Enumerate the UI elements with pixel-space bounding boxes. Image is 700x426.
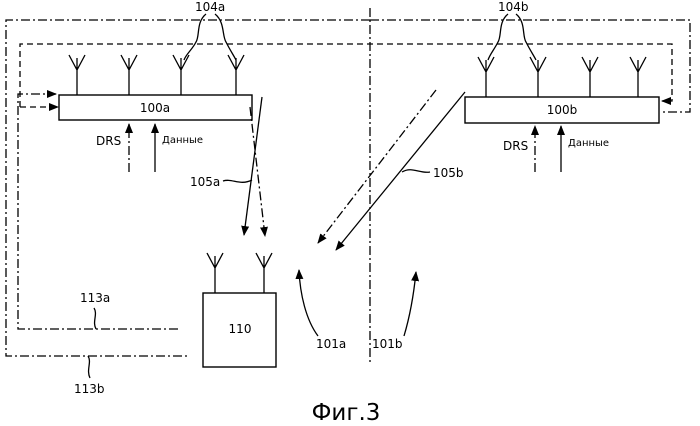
antenna-array-ue — [207, 253, 272, 293]
label-104b: 104b — [498, 0, 529, 14]
cell-arrow-101a — [299, 270, 318, 336]
label-drs-b: DRS — [503, 139, 528, 153]
label-113a: 113a — [80, 291, 110, 305]
label-101b: 101b — [372, 337, 403, 351]
link-105b-dashdot — [318, 90, 436, 243]
ue-label: 110 — [229, 322, 252, 336]
label-105b: 105b — [433, 166, 464, 180]
label-data-b: Данные — [568, 138, 609, 149]
feedback-path-113b — [6, 20, 370, 356]
label-101a: 101a — [316, 337, 346, 351]
base-station-a-label: 100a — [140, 101, 170, 115]
label-data-a: Данные — [162, 135, 203, 146]
leader-113a — [94, 308, 96, 329]
leader-105b — [402, 170, 430, 173]
leader-104a — [184, 14, 236, 60]
label-104a: 104a — [195, 0, 225, 14]
label-105a: 105a — [190, 175, 220, 189]
base-station-b-label: 100b — [547, 103, 578, 117]
figure-caption: Фиг.3 — [312, 400, 381, 426]
antenna-array-b — [478, 57, 646, 97]
leader-113b — [88, 356, 90, 378]
label-113b: 113b — [74, 382, 105, 396]
cell-arrow-101b — [404, 272, 416, 336]
leader-105a — [223, 180, 252, 182]
leader-104b — [488, 14, 536, 60]
antenna-array-a — [69, 55, 244, 95]
label-drs-a: DRS — [96, 134, 121, 148]
